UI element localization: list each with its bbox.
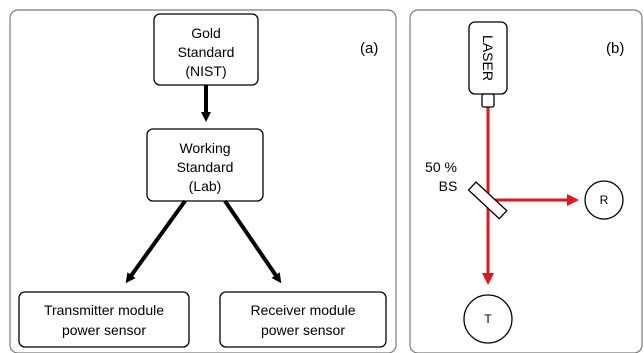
- gold-standard-line2: Standard: [178, 44, 235, 60]
- splitter-label-line2: BS: [439, 178, 458, 194]
- laser-aperture: [481, 93, 495, 108]
- panel-b-frame: [409, 9, 643, 353]
- arrow-working-to-transmitter: [125, 199, 187, 284]
- detector-t: [463, 294, 513, 344]
- receiver-line1: Receiver module: [250, 302, 355, 318]
- working-standard-line3: (Lab): [189, 178, 222, 194]
- gold-standard-line3: (NIST): [185, 63, 226, 79]
- panel-b-label: (b): [606, 40, 624, 57]
- gold-standard-line1: Gold: [191, 25, 221, 41]
- receiver-line2: power sensor: [261, 322, 345, 338]
- laser: LASER: [468, 21, 508, 108]
- detector-r: [584, 180, 624, 220]
- transmitter-line1: Transmitter module: [44, 302, 164, 318]
- splitter-label-line1: 50 %: [425, 159, 457, 175]
- detector-t-label: T: [484, 312, 492, 326]
- working-standard-line2: Standard: [177, 159, 234, 175]
- arrow-working-to-receiver: [223, 199, 282, 284]
- detector-r-label: R: [600, 193, 609, 207]
- beam-splitter: [467, 181, 508, 220]
- receiver-box: [219, 291, 387, 348]
- laser-label: LASER: [480, 35, 496, 81]
- working-standard-box: [146, 128, 264, 202]
- working-standard-line1: Working: [179, 140, 230, 156]
- transmitter-line2: power sensor: [62, 322, 146, 338]
- transmitter-box: [18, 291, 190, 348]
- panel-a-label: (a): [360, 40, 378, 57]
- panel-a: (a) Gold Standard (NIST) Working Standar…: [9, 9, 397, 353]
- panel-b: (b) LASER 50 % BS R T: [409, 9, 643, 353]
